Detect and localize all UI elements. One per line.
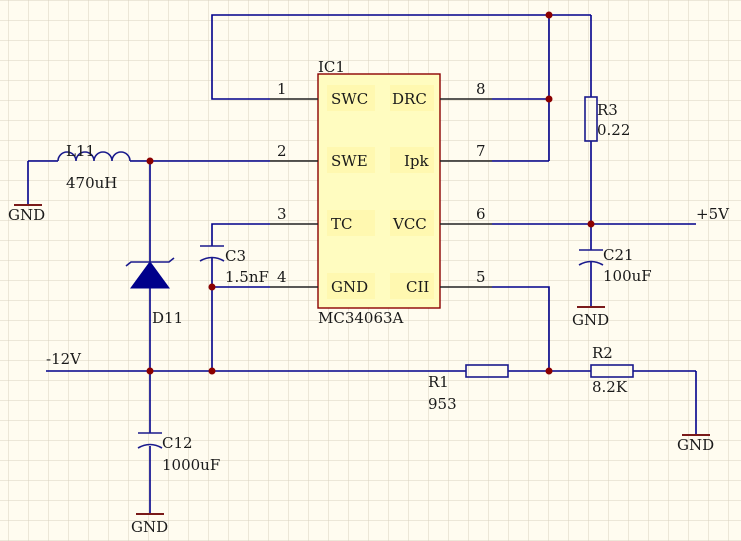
junction-dot bbox=[545, 11, 553, 19]
wire-pin1-top-rail bbox=[211, 14, 549, 100]
ic1-pin2-name: SWE bbox=[331, 152, 368, 170]
l11-value: 470uH bbox=[66, 174, 117, 192]
c3-capacitor: C3 1.5nF bbox=[199, 245, 269, 286]
ic1-pin-box-8 bbox=[390, 85, 434, 111]
r2-resistor: R2 8.2K bbox=[590, 344, 634, 396]
ic1-pin4-name: GND bbox=[331, 278, 368, 296]
l11-ref: L11 bbox=[66, 142, 95, 160]
r3-ref: R3 bbox=[597, 101, 618, 119]
gnd-label: GND bbox=[131, 518, 168, 536]
c3-ref: C3 bbox=[225, 247, 246, 265]
ic1-pin6-number: 6 bbox=[476, 205, 486, 223]
c21-ref: C21 bbox=[603, 246, 634, 264]
ic1-pin-box-3 bbox=[327, 210, 375, 236]
junction-dot bbox=[545, 367, 553, 375]
wire-pin5 bbox=[492, 286, 550, 371]
r1-body bbox=[465, 364, 509, 378]
ic1-part-number: MC34063A bbox=[318, 309, 404, 327]
gnd-c12: GND bbox=[131, 513, 168, 536]
l11-coil bbox=[57, 151, 131, 162]
junction-dot bbox=[208, 367, 216, 375]
ic1-pin-box-6 bbox=[390, 210, 434, 236]
r1-value: 953 bbox=[428, 395, 457, 413]
r2-value: 8.2K bbox=[592, 378, 628, 396]
c12-capacitor: C12 1000uF bbox=[137, 432, 220, 474]
junction-dot bbox=[146, 157, 154, 165]
ic1-pin5-number: 5 bbox=[476, 268, 486, 286]
ic1-pin1-name: SWC bbox=[331, 90, 368, 108]
ic1-pin7-number: 7 bbox=[476, 142, 486, 160]
c21-value: 100uF bbox=[603, 267, 652, 285]
r1-ref: R1 bbox=[428, 373, 449, 391]
ic1-designator: IC1 bbox=[318, 58, 345, 76]
junction-dot bbox=[146, 367, 154, 375]
wires bbox=[27, 14, 697, 514]
ic1-pin1-number: 1 bbox=[277, 80, 287, 98]
c21-capacitor: C21 100uF bbox=[578, 246, 652, 285]
junctions bbox=[146, 11, 595, 375]
ic1-pin8-name: DRC bbox=[392, 90, 427, 108]
ic1-body bbox=[317, 73, 441, 309]
ic1-pin5-name: CII bbox=[406, 278, 429, 296]
gnd-l11: GND bbox=[8, 204, 45, 224]
ic1-pin2-number: 2 bbox=[277, 142, 287, 160]
c3-plate-bottom bbox=[199, 256, 225, 262]
net-label-pos5: +5V bbox=[696, 205, 730, 223]
gnd-r2: GND bbox=[677, 434, 714, 454]
r3-body bbox=[584, 96, 598, 142]
junction-dot bbox=[545, 95, 553, 103]
c12-value: 1000uF bbox=[162, 456, 220, 474]
ic1-pin7-name: Ipk bbox=[404, 152, 430, 170]
junction-dot bbox=[587, 220, 595, 228]
net-label-neg12: -12V bbox=[46, 350, 82, 368]
c3-value: 1.5nF bbox=[225, 268, 269, 286]
r1-resistor: R1 953 bbox=[428, 364, 509, 413]
d11-cathode-bar bbox=[125, 257, 175, 267]
d11-body bbox=[130, 261, 170, 289]
ic1: IC1 MC34063A SWC SWE TC GND DRC Ipk VCC … bbox=[270, 58, 492, 327]
ic1-pin-box-1 bbox=[327, 85, 375, 111]
l11-inductor: L11 470uH bbox=[57, 142, 131, 192]
wire-pin3 bbox=[211, 223, 270, 246]
ic1-pin3-number: 3 bbox=[277, 205, 287, 223]
gnd-label: GND bbox=[572, 311, 609, 329]
ic1-pin8-number: 8 bbox=[476, 80, 486, 98]
d11-diode: D11 bbox=[125, 257, 183, 327]
ic1-pin-box-2 bbox=[327, 147, 375, 173]
gnd-label: GND bbox=[8, 206, 45, 224]
c21-plate-bottom bbox=[578, 260, 604, 266]
r3-resistor: R3 0.22 bbox=[584, 96, 630, 142]
ic1-pin-box-4 bbox=[327, 273, 375, 299]
r3-value: 0.22 bbox=[597, 121, 630, 139]
r2-body bbox=[590, 364, 634, 378]
ic1-pin3-name: TC bbox=[331, 215, 352, 233]
ic1-pin4-number: 4 bbox=[277, 268, 287, 286]
gnd-label: GND bbox=[677, 436, 714, 454]
ic1-pin-box-7 bbox=[390, 147, 434, 173]
gnd-c21: GND bbox=[572, 306, 609, 329]
r2-ref: R2 bbox=[592, 344, 613, 362]
c12-ref: C12 bbox=[162, 434, 193, 452]
c12-plate-bottom bbox=[137, 443, 163, 449]
junction-dot bbox=[208, 283, 216, 291]
ic1-pin6-name: VCC bbox=[392, 215, 427, 233]
d11-ref: D11 bbox=[152, 309, 183, 327]
ic1-pin-box-5 bbox=[390, 273, 434, 299]
